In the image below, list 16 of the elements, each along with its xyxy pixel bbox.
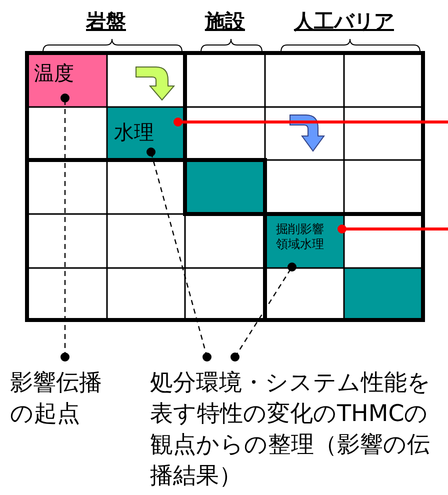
cell-label: 温度: [34, 61, 75, 86]
leader-line: [230, 262, 296, 362]
cell-label: 掘削影響領域水理: [276, 222, 325, 252]
column-heading: 岩盤: [86, 8, 126, 35]
cell-label: 水理: [114, 120, 155, 145]
annotation-text: 処分環境・システム性能を表す特性の変化のTHMCの観点からの整理（影響の伝播結果）: [150, 369, 432, 491]
leader-line: [146, 148, 212, 362]
connector-line: [174, 118, 448, 126]
connector-line: [338, 224, 448, 234]
annotation-text: 影響伝播の起点: [10, 369, 103, 429]
leader-line: [60, 94, 70, 362]
filled-cell: [344, 268, 423, 320]
column-heading: 人工バリア: [294, 8, 394, 35]
column-heading: 施設: [205, 8, 245, 35]
matrix-cell: [27, 53, 107, 107]
matrix-cell: [265, 214, 344, 268]
